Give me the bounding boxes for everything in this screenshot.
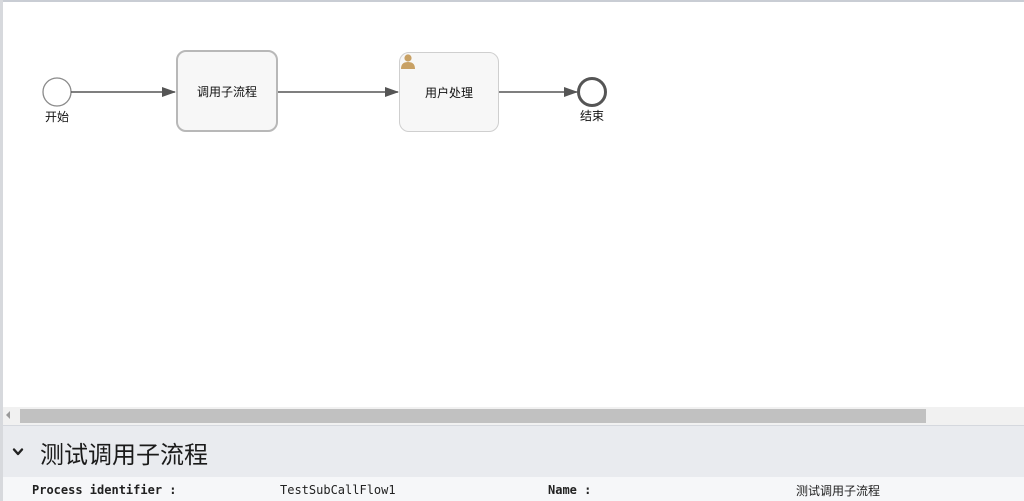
end-event[interactable] [577,77,607,107]
user-task[interactable]: 用户处理 [399,52,499,132]
scroll-left-icon[interactable] [6,411,10,419]
call-activity-label: 调用子流程 [196,84,257,99]
sequence-flows [42,77,607,107]
name-value[interactable]: 测试调用子流程 [796,484,881,498]
process-properties: Process identifier : TestSubCallFlow1 Na… [3,477,1024,501]
user-icon [401,54,415,69]
bpmn-canvas[interactable]: 开始 调用子流程 用户处理 结束 [3,2,1024,407]
identifier-label: Process identifier : [32,483,177,497]
start-event-label: 开始 [45,110,70,124]
end-event-label: 结束 [580,109,605,123]
process-title: 测试调用子流程 [40,441,208,469]
top-border [0,0,1024,2]
start-event[interactable] [42,77,72,107]
name-label: Name : [548,483,592,497]
scroll-thumb[interactable] [20,409,926,423]
user-task-label: 用户处理 [424,85,473,100]
process-header: 测试调用子流程 [3,425,1024,478]
identifier-value[interactable]: TestSubCallFlow1 [280,483,396,497]
chevron-down-icon[interactable] [12,446,24,458]
left-border [0,0,3,501]
call-activity[interactable]: 调用子流程 [176,50,278,132]
horizontal-scrollbar[interactable] [3,407,1024,425]
